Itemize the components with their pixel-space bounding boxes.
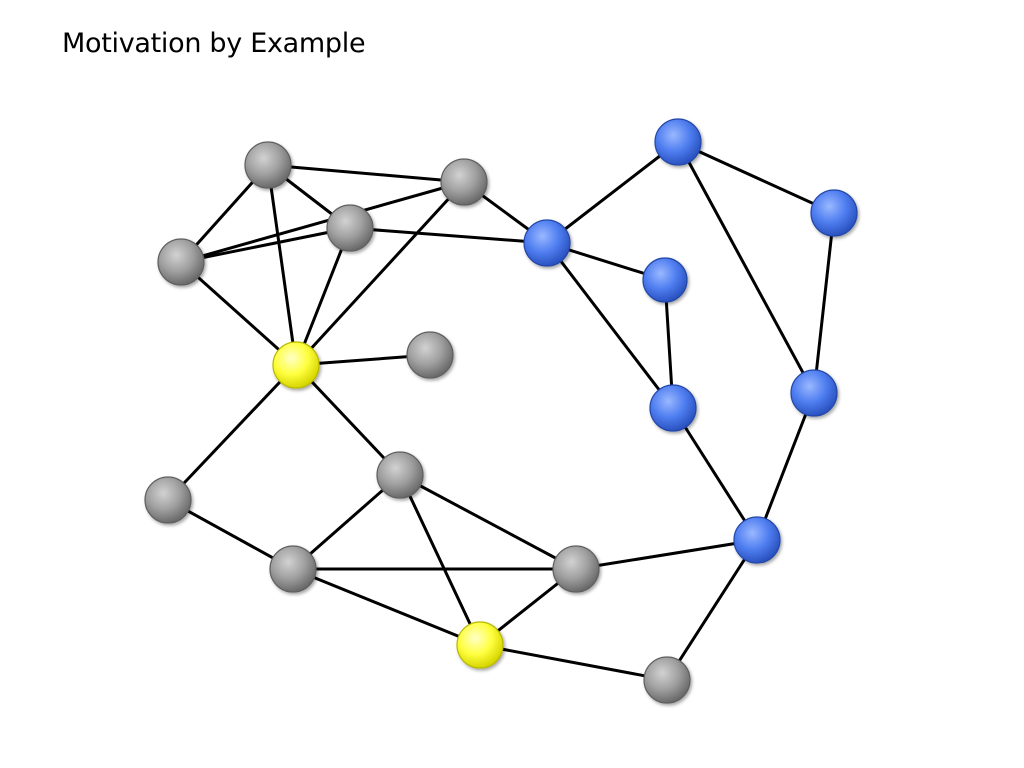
edge-g6-g7 (291, 473, 402, 571)
gray-node-g1 (244, 141, 292, 189)
edge-b1-b2 (545, 140, 680, 245)
edge-y1-g8 (166, 363, 298, 502)
gray-node-g8 (144, 476, 192, 524)
edge-g6-g9 (398, 473, 578, 571)
edge-y2-g10 (478, 643, 669, 682)
blue-node-b4 (642, 257, 688, 303)
edge-y1-g6 (294, 363, 402, 477)
blue-node-b6 (790, 369, 838, 417)
yellow-node-y2 (456, 621, 504, 669)
blue-node-b5 (649, 384, 697, 432)
edge-g9-b7 (574, 538, 759, 571)
yellow-node-y1 (272, 341, 320, 389)
edge-g6-y2 (398, 473, 482, 647)
edge-g3-b1 (348, 226, 549, 245)
gray-node-g10 (643, 656, 691, 704)
edge-g4-g2 (179, 180, 466, 264)
gray-node-g9 (552, 545, 600, 593)
edge-g1-g2 (266, 163, 466, 184)
blue-node-b1 (523, 219, 571, 267)
gray-node-g5 (406, 331, 454, 379)
edge-b2-b3 (676, 140, 836, 215)
blue-node-b2 (654, 118, 702, 166)
edge-g3-y1 (294, 226, 352, 367)
edge-g10-b7 (665, 538, 759, 682)
edge-b3-b6 (812, 211, 836, 395)
nodes-layer (144, 118, 858, 704)
edge-b5-b7 (671, 406, 759, 542)
edges-layer (166, 140, 836, 682)
edge-g2-y1 (294, 180, 466, 367)
gray-node-g6 (376, 451, 424, 499)
blue-node-b7 (733, 516, 781, 564)
gray-node-g3 (326, 204, 374, 252)
edge-g1-y1 (266, 163, 298, 367)
blue-node-b3 (810, 189, 858, 237)
edge-b6-b7 (755, 391, 816, 542)
gray-node-g4 (157, 238, 205, 286)
edge-b2-b6 (676, 140, 816, 395)
edge-g8-g7 (166, 498, 295, 571)
gray-node-g2 (440, 158, 488, 206)
edge-b1-b5 (545, 241, 675, 410)
gray-node-g7 (269, 545, 317, 593)
edge-g4-y1 (179, 260, 298, 367)
slide-title: Motivation by Example (62, 28, 366, 59)
edge-g4-g3 (179, 226, 352, 264)
edge-g7-y2 (291, 567, 482, 647)
